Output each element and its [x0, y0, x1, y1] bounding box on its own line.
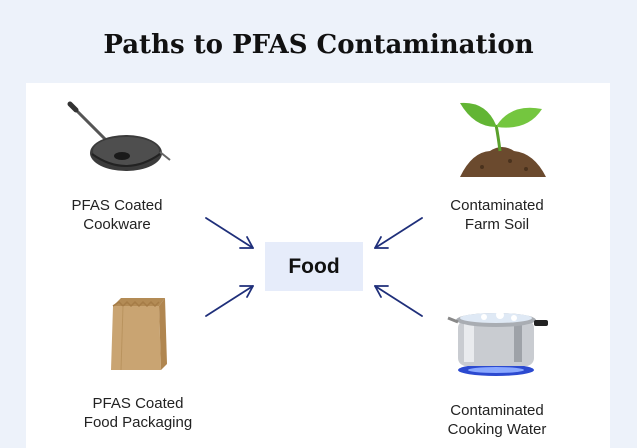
label-water: Contaminated Cooking Water: [427, 401, 567, 439]
label-packaging-line2: Food Packaging: [83, 414, 193, 431]
label-cookware-line1: PFAS Coated: [71, 197, 163, 214]
arrow-cookware-to-food: [205, 217, 254, 249]
paper-bag-icon: [111, 298, 167, 371]
label-water-line1: Contaminated: [450, 402, 544, 419]
plant-sprout-icon: [460, 102, 546, 177]
diagram-title: Paths to PFAS Contamination: [103, 30, 534, 60]
label-cookware: PFAS Coated Cookware: [52, 196, 182, 234]
arrow-water-to-food: [374, 285, 423, 317]
label-water-line2: Cooking Water: [447, 421, 547, 438]
label-packaging-line1: PFAS Coated: [92, 395, 184, 412]
label-soil-line2: Farm Soil: [464, 216, 530, 233]
food-node: Food: [265, 242, 363, 291]
arrow-soil-to-food: [374, 217, 423, 249]
label-soil: Contaminated Farm Soil: [432, 196, 562, 234]
label-cookware-line2: Cookware: [83, 216, 151, 233]
label-soil-line1: Contaminated: [450, 197, 544, 214]
wok-pan-icon: [67, 101, 171, 171]
arrow-packaging-to-food: [205, 285, 254, 317]
food-label: Food: [288, 254, 340, 278]
label-packaging: PFAS Coated Food Packaging: [68, 394, 208, 432]
boiling-pot-icon: [447, 311, 548, 376]
